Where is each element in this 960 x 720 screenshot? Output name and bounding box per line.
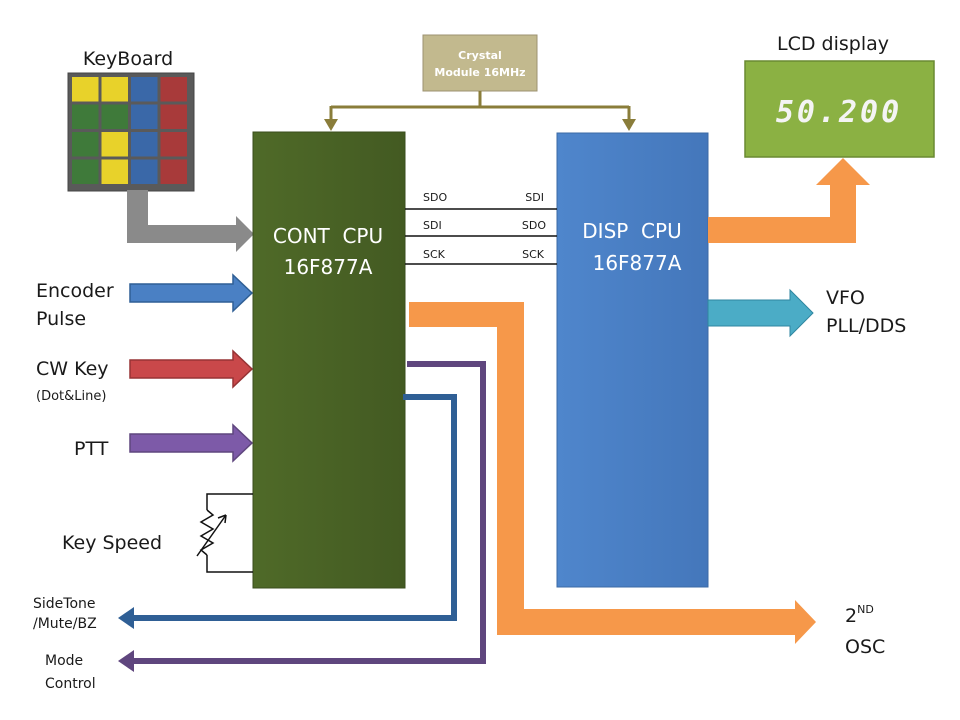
ptt-arrow: [129, 423, 254, 463]
keyboard-icon: [67, 72, 195, 192]
bus-label-left-2: SCK: [423, 248, 446, 261]
keyboard-key: [160, 104, 187, 129]
keyboard-key: [101, 132, 128, 157]
bus-label-left-0: SDO: [423, 191, 447, 204]
encoder-label-line2: Pulse: [36, 308, 86, 330]
sidetone-line: [133, 394, 457, 621]
crystal-clock-lines: [329, 91, 631, 120]
second-osc-label-main: 2ND: [845, 603, 874, 627]
vfo-arrow: [707, 288, 814, 338]
sidetone-arrowhead: [118, 607, 134, 629]
keyboard-key: [72, 77, 99, 102]
keyboard-key: [131, 77, 158, 102]
disp-to-lcd-arrow: [708, 158, 870, 243]
crystal-arrowhead-disp: [622, 119, 636, 131]
keyboard-key: [131, 159, 158, 184]
keyboard-key: [72, 104, 99, 129]
bus-label-right-1: SDO: [522, 219, 546, 232]
lcd-display-box: [744, 60, 935, 158]
encoder-label-line1: Encoder: [36, 280, 114, 302]
potentiometer-icon: [196, 493, 253, 573]
encoder-pulse-arrow: [129, 273, 254, 313]
crystal-arrowhead-cont: [324, 119, 338, 131]
keyboard-key: [160, 132, 187, 157]
mode-control-line: [133, 361, 486, 664]
cont-cpu-label-line1: CONT CPU: [273, 224, 383, 248]
keyboard-key: [101, 104, 128, 129]
disp-cpu-label-line2: 16F877A: [593, 251, 682, 275]
bus-label-right-2: SCK: [522, 248, 545, 261]
key-speed-label: Key Speed: [62, 532, 162, 554]
cw-key-label-line1: CW Key: [36, 358, 109, 380]
keyboard-key: [72, 132, 99, 157]
second-osc-sup: ND: [857, 603, 874, 616]
crystal-label-line1: Crystal: [458, 49, 502, 62]
keyboard-key: [131, 132, 158, 157]
second-osc-arrow: [409, 302, 816, 644]
cont-cpu-label-line2: 16F877A: [284, 255, 373, 279]
spi-bus: SDO SDI SDI SDO SCK SCK: [405, 191, 557, 265]
disp-cpu-label-line1: DISP CPU: [582, 219, 681, 243]
disp-cpu-box: [556, 132, 709, 588]
vfo-label-line1: VFO: [826, 287, 865, 309]
keyboard-key: [72, 159, 99, 184]
sidetone-label-line2: /Mute/BZ: [33, 616, 97, 632]
second-osc-label-line2: OSC: [845, 636, 885, 658]
keyboard-key: [160, 77, 187, 102]
mode-label-line2: Control: [45, 676, 96, 692]
ptt-label: PTT: [74, 438, 109, 460]
keyboard-label: KeyBoard: [83, 48, 173, 70]
keyboard-to-cont-arrow: [127, 190, 254, 252]
bus-label-left-1: SDI: [423, 219, 442, 232]
crystal-module-box: [422, 34, 538, 92]
mode-control-arrowhead: [118, 650, 134, 672]
cont-cpu-box: [252, 131, 406, 589]
cw-key-label-line2: (Dot&Line): [36, 389, 106, 404]
keyboard-key: [101, 159, 128, 184]
keyboard-key: [160, 159, 187, 184]
keyboard-key: [101, 77, 128, 102]
sidetone-label-line1: SideTone: [33, 596, 96, 612]
lcd-readout: 50.200: [776, 95, 902, 130]
bus-label-right-0: SDI: [525, 191, 544, 204]
keyboard-key: [131, 104, 158, 129]
vfo-label-line2: PLL/DDS: [826, 315, 906, 337]
cw-key-arrow: [129, 349, 254, 389]
mode-label-line1: Mode: [45, 653, 83, 669]
crystal-label-line2: Module 16MHz: [434, 66, 525, 79]
lcd-label: LCD display: [777, 33, 889, 55]
